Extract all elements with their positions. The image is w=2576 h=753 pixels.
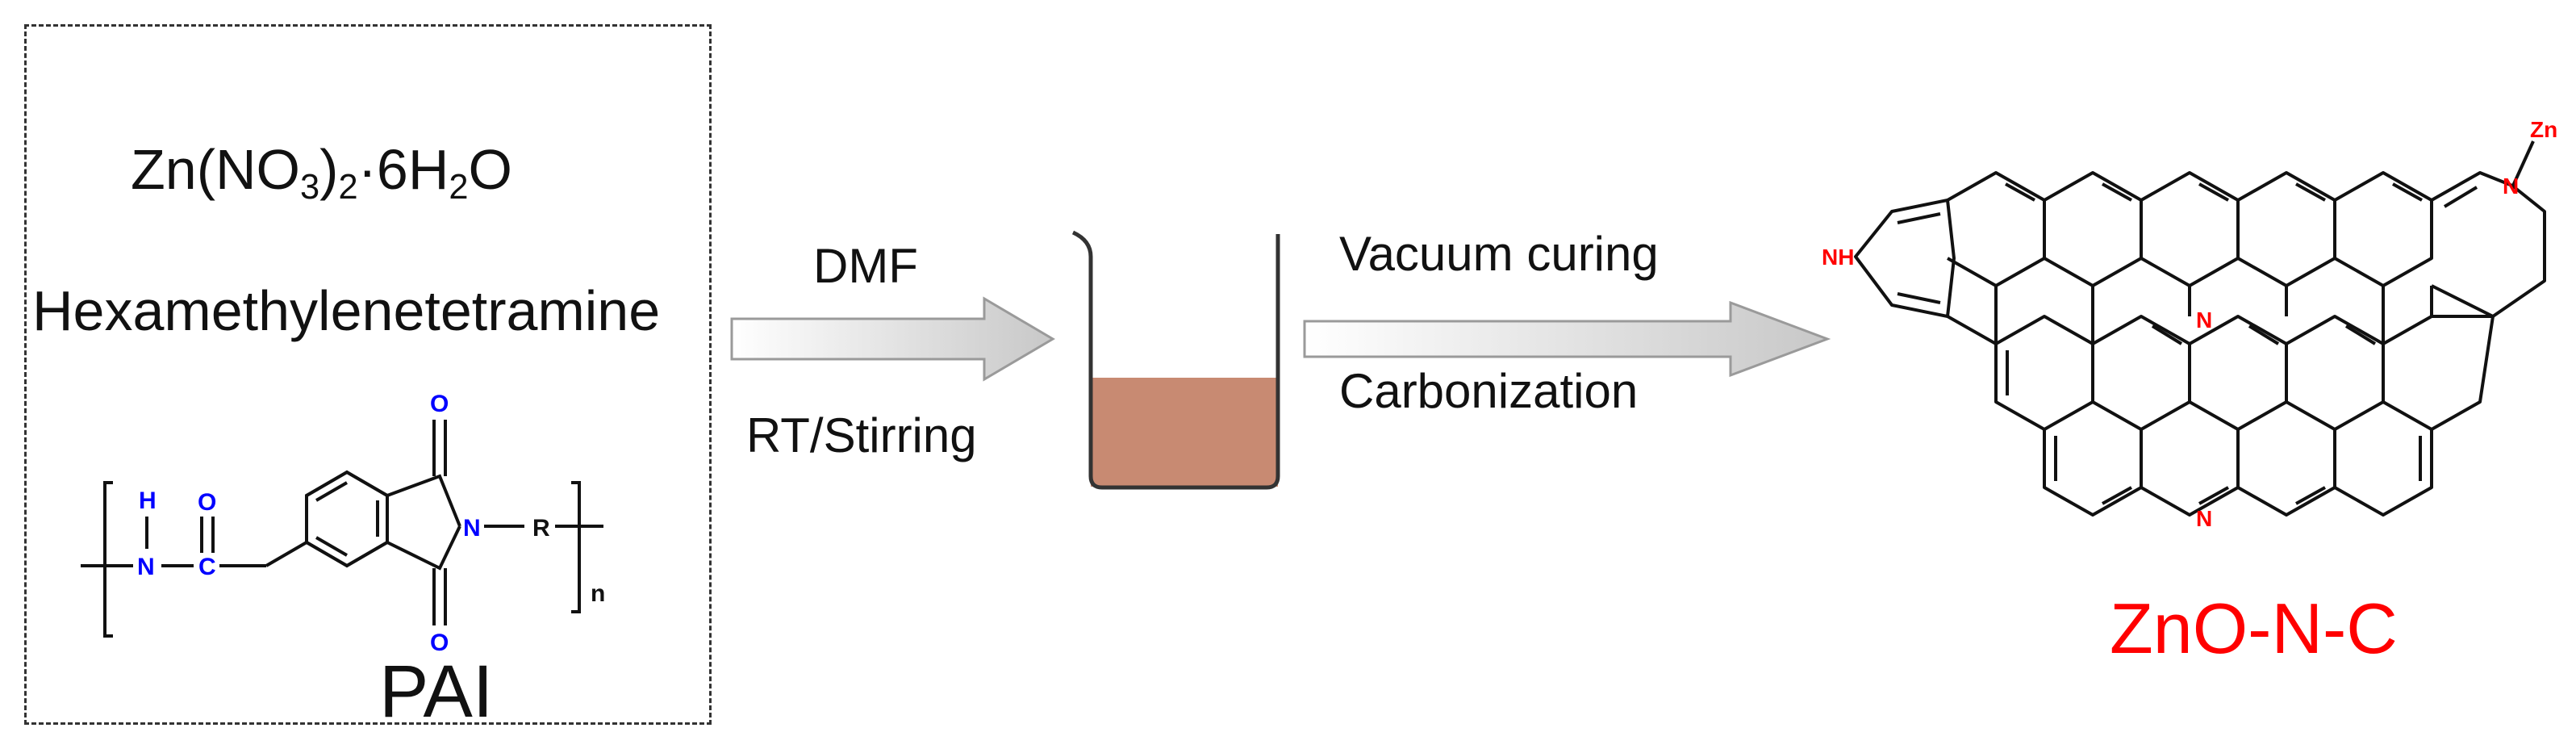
pai-structure	[81, 420, 603, 638]
step2-carbonization-label: Carbonization	[1339, 364, 1639, 418]
zinc-nitrate-formula: Zn(NO3)2·6H2O	[131, 137, 512, 207]
beaker-icon	[1071, 230, 1280, 490]
pai-atom-r: R	[532, 515, 550, 542]
pai-atom-labels: H N O C O N O R n	[137, 391, 605, 656]
product-atom-zn: Zn	[2530, 117, 2557, 142]
pai-atom-o-bottom: O	[430, 630, 449, 656]
formula-subscript: 3	[300, 168, 320, 207]
pai-repeat-n: n	[591, 580, 605, 607]
product-atom-nh: NH	[1822, 245, 1854, 270]
formula-subscript: 2	[338, 168, 358, 207]
znonc-structure	[1854, 140, 2546, 517]
step1-condition-label: RT/Stirring	[746, 408, 977, 462]
pai-label: PAI	[379, 651, 494, 733]
step2-arrow	[1303, 300, 1831, 378]
formula-subscript: 2	[449, 168, 469, 207]
step2-curing-label: Vacuum curing	[1339, 227, 1659, 281]
step1-arrow	[730, 296, 1055, 382]
product-atom-n-graphitic: N	[2196, 307, 2212, 333]
product-label: ZnO-N-C	[2110, 588, 2398, 668]
pai-atom-o-amide: O	[198, 489, 216, 516]
pai-atom-n-amide: N	[137, 554, 155, 580]
pai-atom-h: H	[139, 487, 157, 514]
formula-part: ·6H	[357, 138, 449, 201]
hmta-label: Hexamethylenetetramine	[32, 279, 661, 342]
pai-atom-n-imide: N	[463, 515, 481, 542]
formula-part: O	[468, 138, 512, 201]
beaker-solution	[1091, 378, 1278, 487]
reagent-box	[24, 24, 712, 725]
znonc-atom-labels: NH N Zn N N	[1822, 117, 2557, 531]
pai-atom-c: C	[198, 554, 216, 580]
product-atom-n-bottom: N	[2196, 506, 2212, 531]
step1-solvent-label: DMF	[813, 239, 918, 293]
product-atom-n-top: N	[2503, 174, 2519, 199]
formula-part: )	[319, 138, 339, 201]
pai-atom-o-top: O	[430, 391, 449, 417]
formula-part: Zn(NO	[131, 138, 300, 201]
